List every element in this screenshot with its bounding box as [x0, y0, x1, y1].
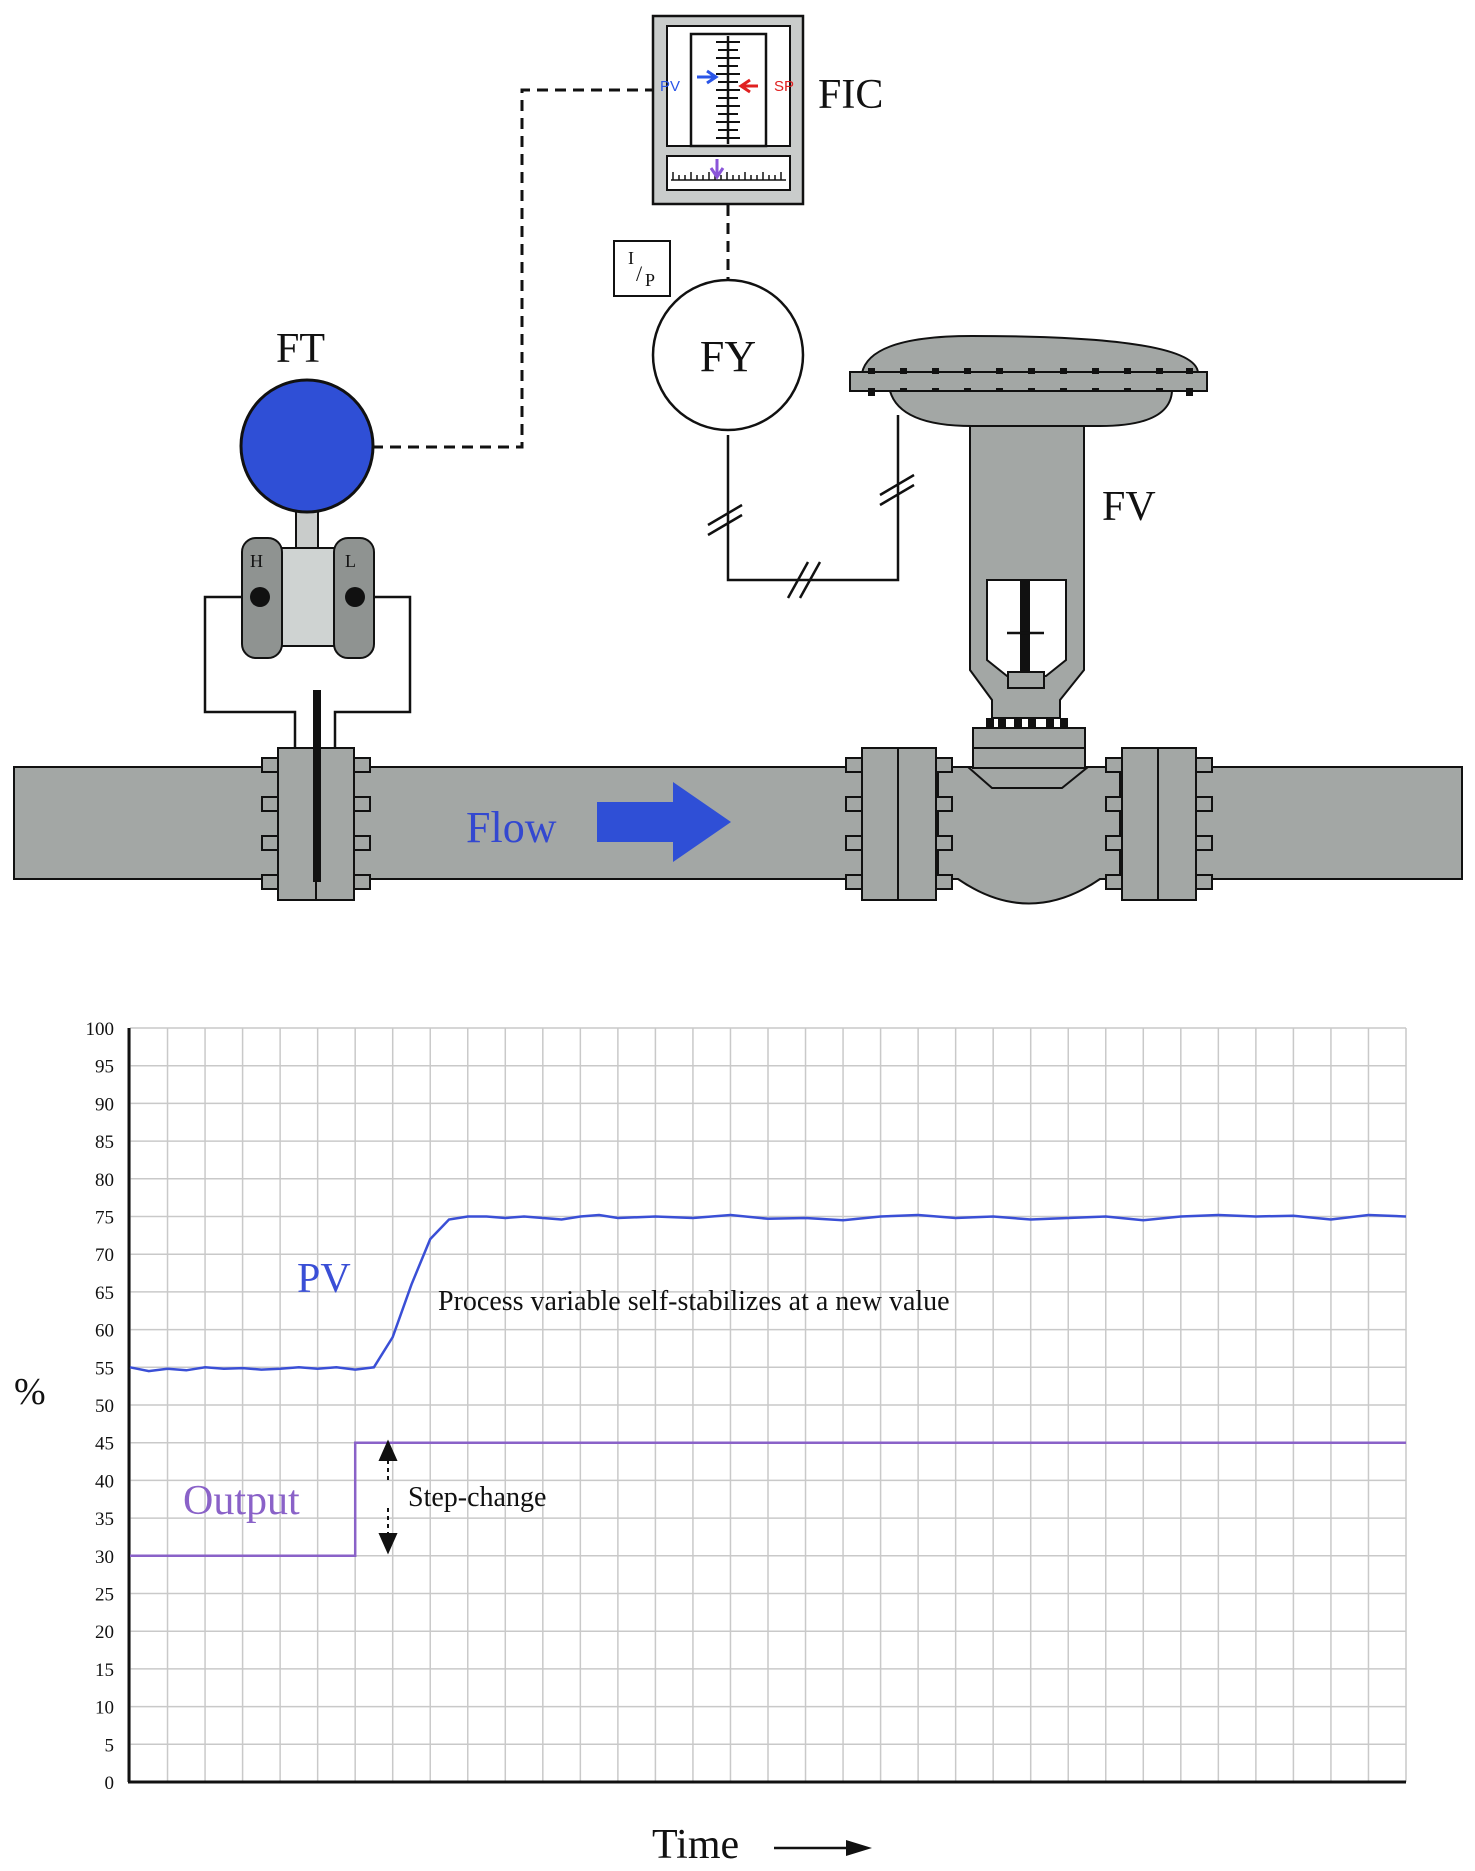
orifice-flange-bolts — [261, 757, 371, 890]
ft-tag-label: FT — [276, 326, 325, 372]
y-tick-label: 60 — [95, 1321, 114, 1342]
fy-to-fv-pneumatic-line — [726, 415, 900, 582]
y-tick-label: 50 — [95, 1396, 114, 1417]
y-tick-label: 45 — [95, 1434, 114, 1455]
transducer-type-input: I — [628, 248, 634, 268]
high-port-label: H — [250, 551, 263, 571]
low-port-label: L — [345, 551, 356, 571]
y-tick-label: 95 — [95, 1057, 114, 1078]
output-series-label: Output — [183, 1478, 300, 1524]
valve-inlet-flange — [845, 747, 953, 901]
y-tick-label: 20 — [95, 1622, 114, 1643]
y-tick-label: 100 — [86, 1019, 115, 1040]
impulse-tube-high — [203, 595, 297, 748]
sp-arrow-icon — [738, 78, 758, 94]
output-arrow-icon — [709, 159, 725, 180]
chart-grid — [129, 1027, 1407, 1783]
low-port-dot — [345, 587, 365, 607]
valve-stem — [1020, 580, 1030, 675]
packing-bolts — [986, 718, 1068, 730]
output-meter-ticks — [671, 172, 786, 181]
y-axis-label: % — [14, 1371, 46, 1413]
step-change-double-arrow-icon — [378, 1439, 398, 1555]
transmitter-head — [239, 378, 375, 514]
y-tick-label: 70 — [95, 1245, 114, 1266]
fy-bubble — [651, 278, 805, 432]
fic-tag-label: FIC — [818, 72, 883, 118]
trend-chart: 0 5 10 15 20 25 30 35 40 45 50 55 60 65 70 75 80 85 90 95 10… — [14, 1019, 1407, 1868]
pid-diagram: H L FT PV SP — [13, 14, 1463, 905]
stem-connector — [1007, 671, 1045, 689]
impulse-tube-low — [333, 595, 412, 748]
pv-annotation: Process variable self-stabilizes at a ne… — [438, 1286, 950, 1317]
transmitter-body — [279, 547, 337, 647]
flow-direction-arrow-icon — [597, 782, 731, 862]
actuator-diaphragm-lower — [888, 390, 1174, 427]
fy-tag-label: FY — [700, 332, 756, 381]
y-tick-label: 30 — [95, 1547, 114, 1568]
y-tick-label: 5 — [105, 1735, 115, 1756]
pv-series-label: PV — [297, 1256, 351, 1302]
x-axis-label: Time — [652, 1822, 739, 1868]
y-tick-label: 85 — [95, 1132, 114, 1153]
control-valve: FV — [845, 334, 1213, 905]
valve-outlet-flange — [1105, 747, 1213, 901]
pv-indicator-label: PV — [660, 78, 680, 95]
flow-transmitter: H L FT — [239, 326, 375, 659]
transducer: I / P FY — [613, 240, 805, 432]
transducer-type-box — [613, 240, 671, 297]
fv-tag-label: FV — [1102, 484, 1156, 530]
time-direction-arrow-icon — [774, 1840, 872, 1856]
y-tick-label: 25 — [95, 1585, 114, 1606]
y-tick-label: 15 — [95, 1660, 114, 1681]
y-tick-labels: 0 5 10 15 20 25 30 35 40 45 50 55 60 65 70 75 80 85 90 95 10… — [86, 1019, 115, 1794]
ft-to-fic-signal-line — [372, 88, 655, 449]
pv-arrow-icon — [697, 69, 719, 85]
output-series-line — [130, 1441, 1406, 1558]
transducer-type-slash: / — [636, 261, 643, 286]
pipe — [13, 766, 1463, 880]
valve-body — [937, 766, 1121, 905]
actuator-diaphragm-upper — [860, 334, 1200, 374]
scale-ticks — [716, 41, 740, 139]
y-tick-label: 75 — [95, 1208, 114, 1229]
flow-controller: PV SP FIC — [651, 14, 883, 206]
y-tick-label: 55 — [95, 1358, 114, 1379]
y-tick-label: 90 — [95, 1094, 114, 1115]
high-port-dot — [250, 587, 270, 607]
y-tick-label: 0 — [105, 1773, 115, 1794]
pneumatic-hash-marks — [707, 473, 915, 599]
y-tick-label: 65 — [95, 1283, 114, 1304]
y-tick-label: 10 — [95, 1698, 114, 1719]
step-change-annotation: Step-change — [408, 1482, 546, 1513]
sp-indicator-label: SP — [774, 78, 794, 95]
y-tick-label: 40 — [95, 1471, 114, 1492]
output-meter — [666, 155, 791, 191]
flow-label: Flow — [466, 803, 557, 852]
pv-series-line — [129, 1213, 1407, 1373]
transducer-type-output: P — [645, 270, 655, 290]
y-tick-label: 35 — [95, 1509, 114, 1530]
orifice-flange-pair — [261, 690, 371, 901]
y-tick-label: 80 — [95, 1170, 114, 1191]
